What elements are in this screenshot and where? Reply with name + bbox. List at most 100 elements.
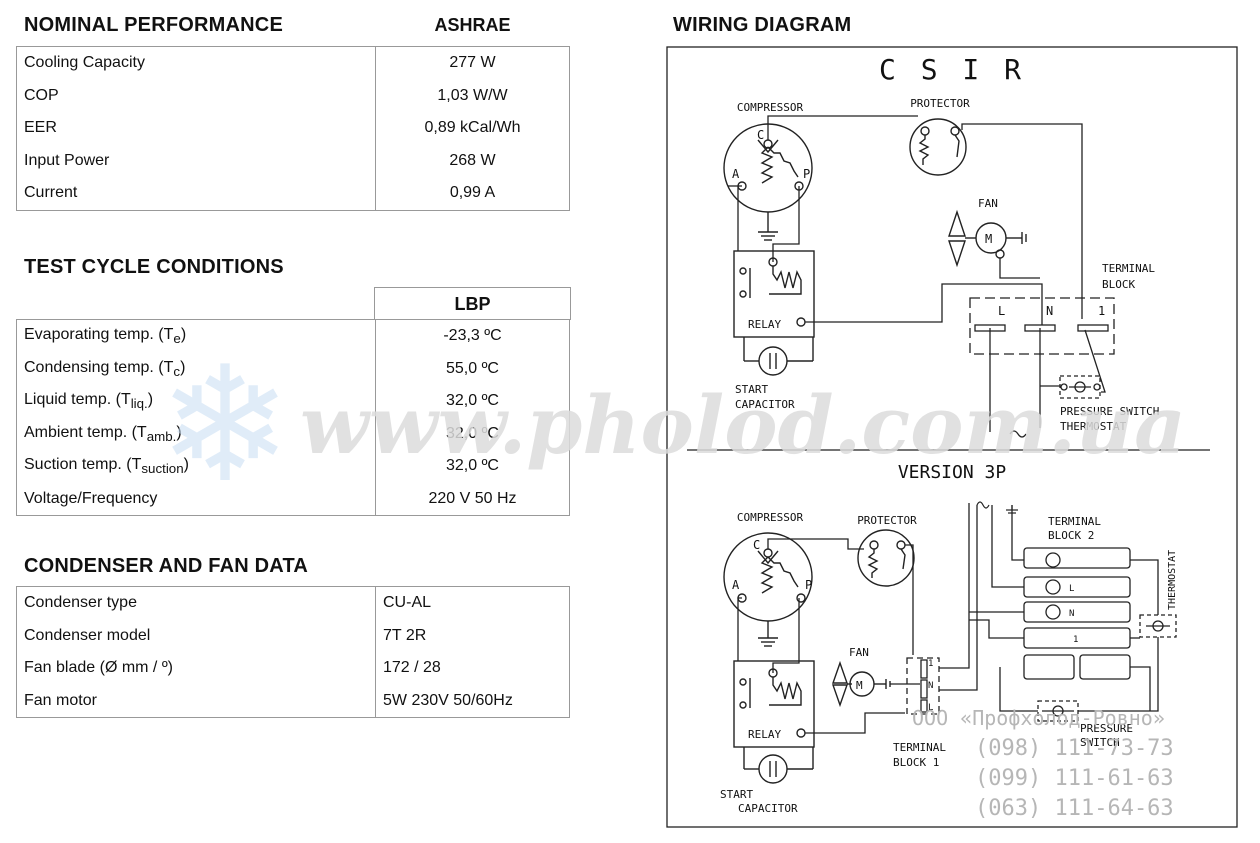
row-label: Input Power (16, 144, 376, 177)
row-value: 32,0 ºC (375, 450, 570, 483)
row-label: Fan blade (Ø mm / º) (16, 652, 376, 685)
csir-title: C S I R (879, 53, 1025, 86)
top-start-label: START (735, 383, 768, 396)
watermark-phone-1: (098) 111-73-73 (975, 736, 1174, 761)
bottom-wires (737, 503, 1159, 734)
bottom-ground-symbol (1006, 505, 1018, 514)
top-fan (948, 209, 1027, 268)
top-thermostat-label: THERMOSTAT (1060, 420, 1127, 433)
tb2-l: L (1069, 584, 1074, 594)
top-pressure-switch-label: PRESSURE SWITCH (1060, 405, 1159, 418)
bottom-fan-label: FAN (849, 646, 869, 659)
top-protector-label: PROTECTOR (910, 97, 970, 110)
top-pin-c: C (757, 128, 764, 142)
top-terminal-1: 1 (1098, 304, 1105, 318)
row-value: 5W 230V 50/60Hz (375, 684, 570, 718)
bottom-thermostat-label: THERMOSTAT (1167, 550, 1178, 610)
watermark-phone-2: (099) 111-61-63 (975, 766, 1174, 791)
table-row: Condensing temp. (Tc)55,0 ºC (16, 352, 570, 385)
table-row: Suction temp. (Tsuction)32,0 ºC (16, 450, 570, 483)
row-label: Condenser type (16, 586, 376, 620)
bottom-start-capacitor (743, 747, 814, 784)
top-terminal-n: N (1046, 304, 1053, 318)
bottom-protector (857, 529, 915, 587)
row-value: 1,03 W/W (375, 79, 570, 112)
row-value: -23,3 ºC (375, 319, 570, 353)
table-row: Fan blade (Ø mm / º)172 / 28 (16, 652, 570, 685)
watermark-phone-3: (063) 111-64-63 (975, 796, 1174, 821)
row-value: 7T 2R (375, 619, 570, 652)
wiring-title: WIRING DIAGRAM (673, 14, 852, 36)
bottom-terminal-block2 (1023, 547, 1131, 680)
bottom-thermostat (1139, 614, 1177, 638)
row-value: 32,0 ºC (375, 417, 570, 450)
row-label: COP (16, 79, 376, 112)
table-row: Evaporating temp. (Te)-23,3 ºC (16, 319, 570, 353)
row-label: EER (16, 112, 376, 145)
top-terminal-label-2: BLOCK (1102, 278, 1135, 291)
bottom-switch-label: SWITCH (1080, 736, 1120, 749)
tb1-label-2: BLOCK 1 (893, 756, 939, 769)
top-terminal-label-1: TERMINAL (1102, 262, 1155, 275)
watermark-company: ООО «Профхолод-Ровно» (912, 706, 1165, 730)
bottom-fan-motor-m: M (856, 679, 863, 692)
bottom-capacitor-label: CAPACITOR (738, 802, 798, 815)
top-ac-symbol (1009, 430, 1027, 438)
version-3p-title: VERSION 3P (898, 462, 1007, 483)
top-relay (733, 250, 815, 338)
row-label: Cooling Capacity (16, 46, 376, 80)
snowflake-icon: ❄ (158, 335, 293, 514)
tb2-label-2: BLOCK 2 (1048, 529, 1094, 542)
row-label: Voltage/Frequency (16, 482, 376, 516)
tb1-n: N (928, 681, 933, 691)
top-capacitor-label: CAPACITOR (735, 398, 795, 411)
top-compressor-label: COMPRESSOR (737, 101, 804, 114)
nominal-title: NOMINAL PERFORMANCE (24, 14, 283, 36)
row-label: Suction temp. (Tsuction) (16, 450, 376, 483)
ashrae-column-header: ASHRAE (434, 15, 511, 35)
row-value: 277 W (375, 46, 570, 80)
tb1-1: 1 (928, 659, 933, 669)
bottom-relay-label: RELAY (748, 728, 781, 741)
test-cycle-table: Evaporating temp. (Te)-23,3 ºC Condensin… (16, 319, 570, 516)
watermark-site: www.pholod.com.ua (300, 378, 1186, 472)
diagram-frame (666, 46, 1238, 828)
top-pressure-switch (1059, 375, 1101, 399)
bottom-terminal-block1 (906, 657, 940, 715)
row-label: Condenser model (16, 619, 376, 652)
bottom-pin-c: C (753, 538, 760, 552)
top-terminal-block (969, 297, 1115, 355)
row-value: 220 V 50 Hz (375, 482, 570, 516)
row-value: 268 W (375, 144, 570, 177)
tb2-label-1: TERMINAL (1048, 515, 1101, 528)
top-fan-label: FAN (978, 197, 998, 210)
bottom-pin-p: P (805, 578, 812, 592)
tb1-l: L (928, 703, 933, 713)
bottom-pressure-label: PRESSURE (1080, 722, 1133, 735)
row-value: 32,0 ºC (375, 385, 570, 418)
top-start-capacitor (743, 337, 814, 376)
row-value: 55,0 ºC (375, 352, 570, 385)
condenser-title: CONDENSER AND FAN DATA (24, 555, 309, 577)
bottom-compressor-label: COMPRESSOR (737, 511, 804, 524)
table-row: Liquid temp. (Tliq.)32,0 ºC (16, 385, 570, 418)
tb1-label-1: TERMINAL (893, 741, 946, 754)
tb2-1: 1 (1073, 635, 1078, 645)
row-value: 0,89 kCal/Wh (375, 112, 570, 145)
row-label: Ambient temp. (Tamb.) (16, 417, 376, 450)
row-label: Fan motor (16, 684, 376, 718)
top-protector (909, 118, 967, 176)
row-value: 172 / 28 (375, 652, 570, 685)
top-pin-p: P (803, 167, 810, 181)
top-relay-label: RELAY (748, 318, 781, 331)
top-fan-motor-m: M (985, 232, 992, 246)
bottom-protector-label: PROTECTOR (857, 514, 917, 527)
bottom-fan (832, 660, 891, 708)
